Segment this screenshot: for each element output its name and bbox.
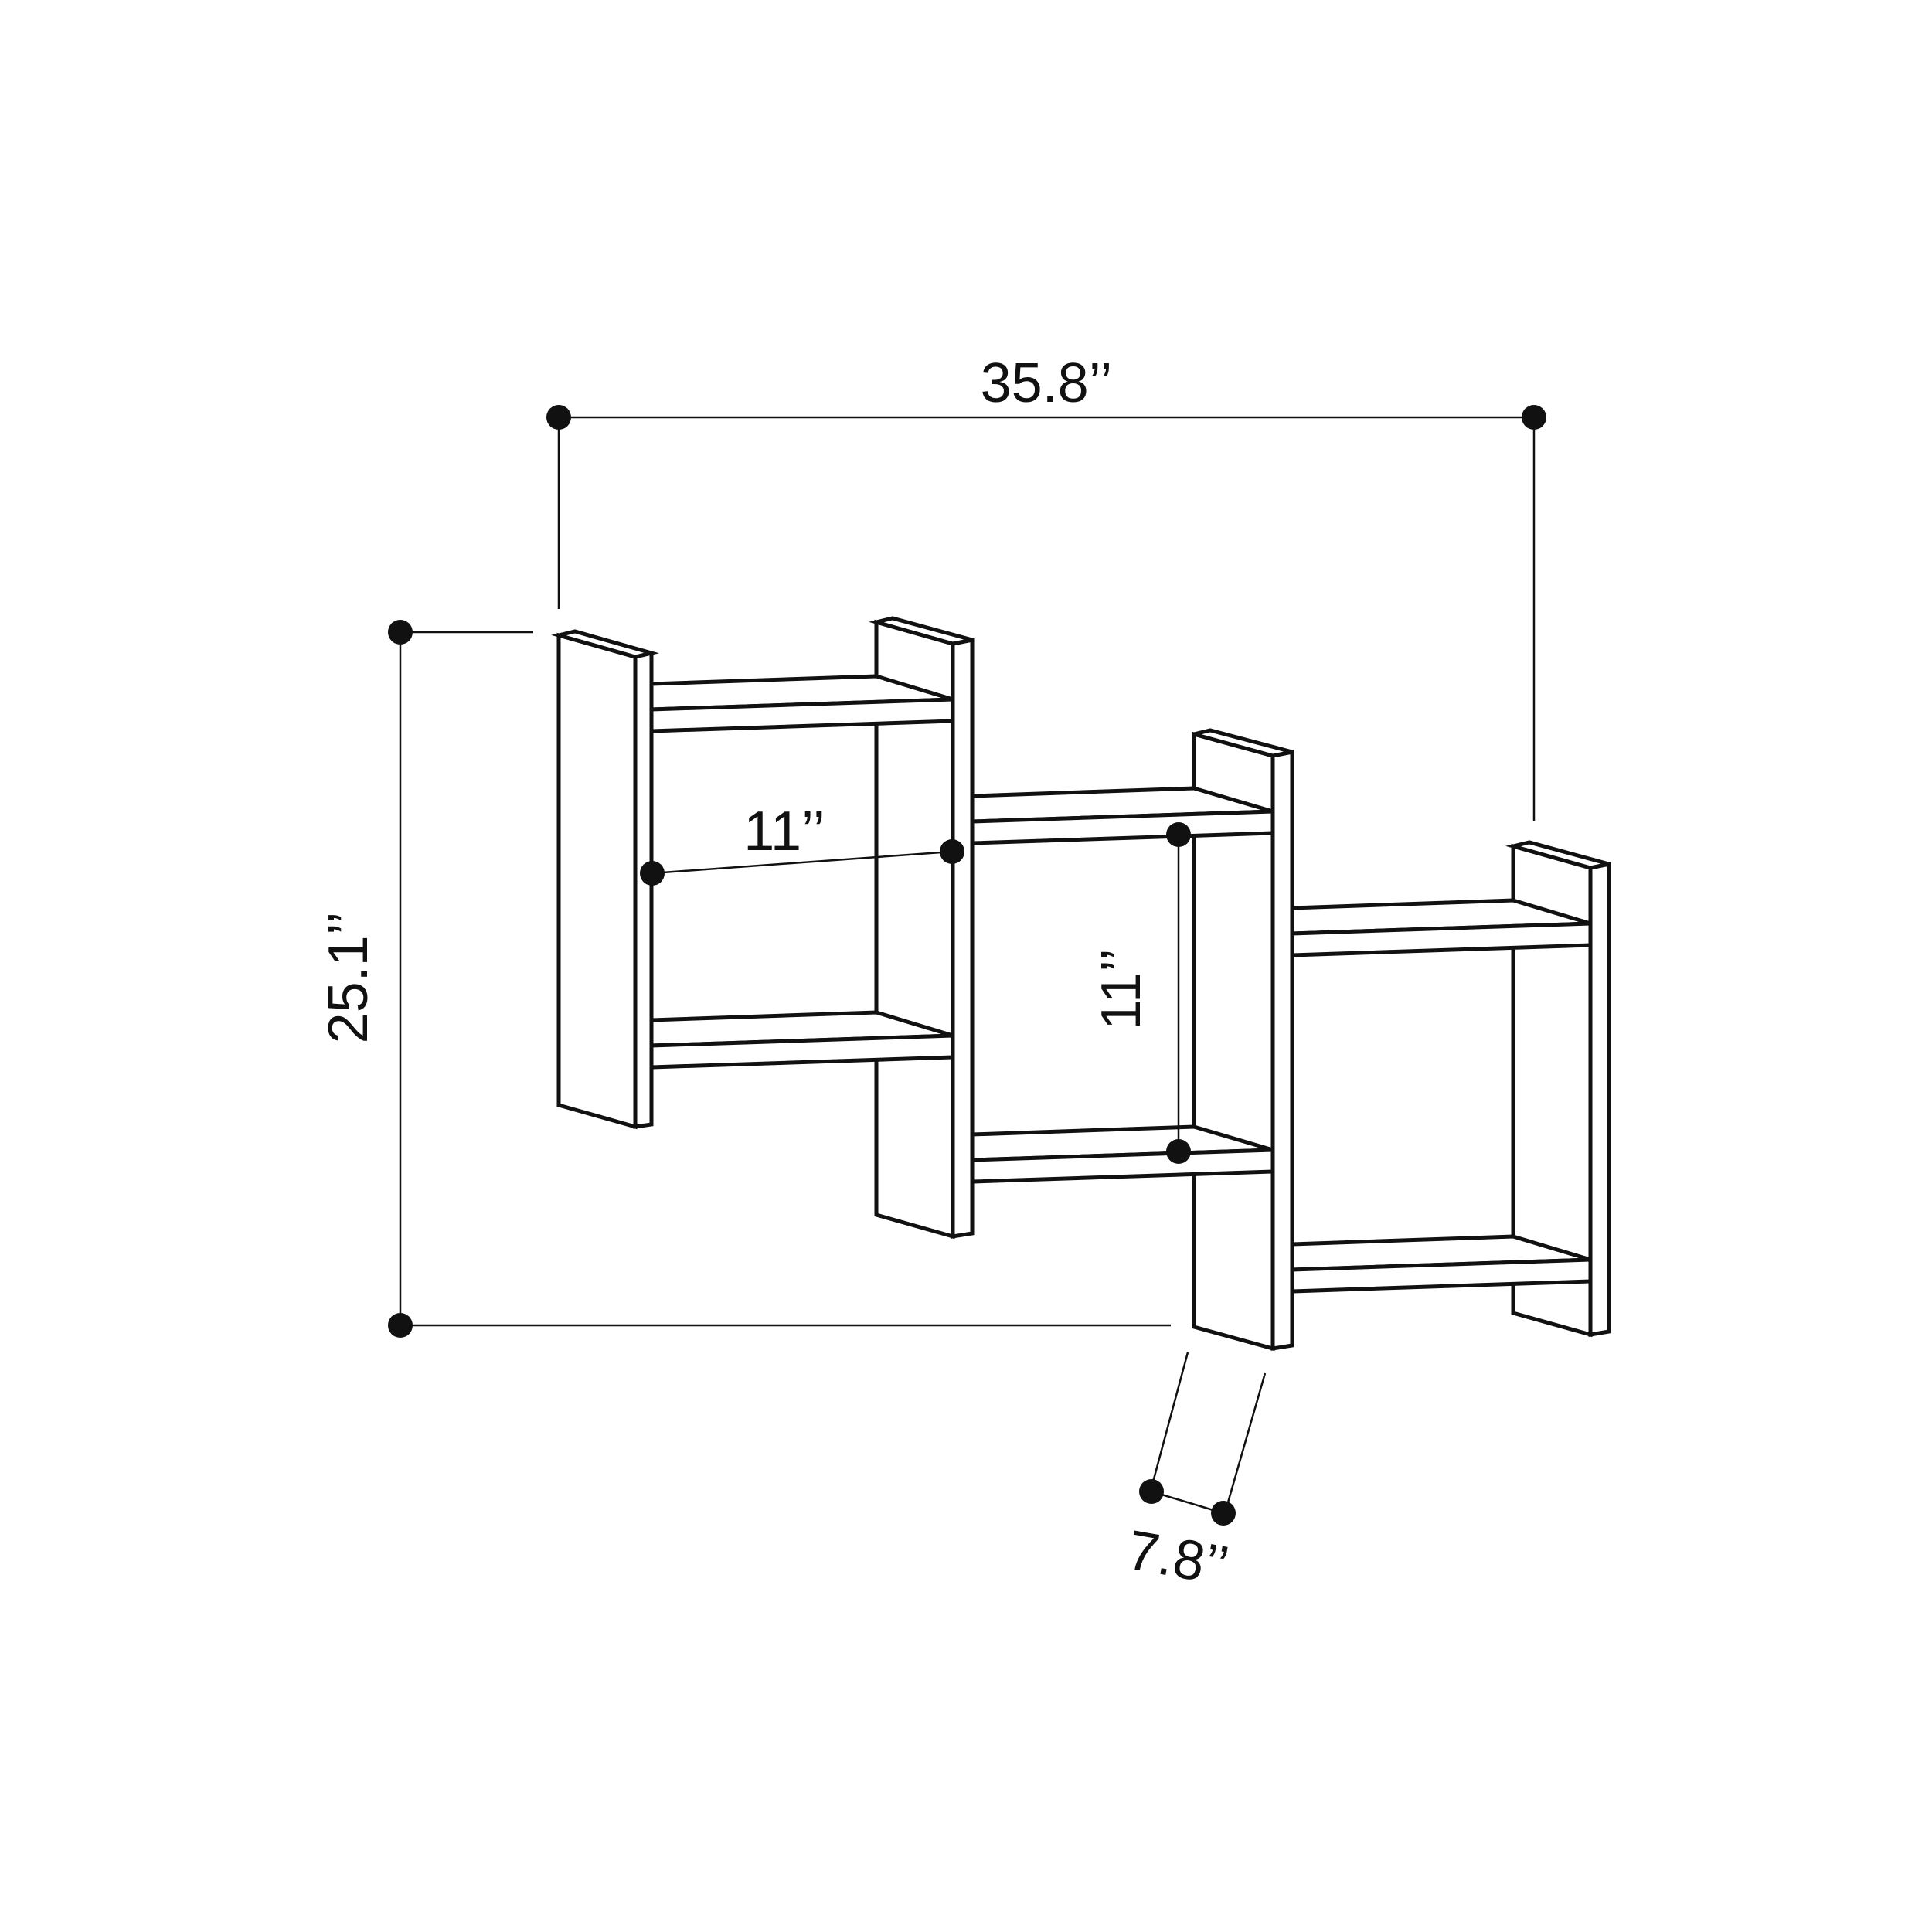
width-end-dot (1522, 405, 1546, 430)
shelf-height-dimension: 11’’ (1090, 822, 1191, 1164)
shelf-width-label: 11’’ (743, 801, 825, 862)
width-dimension: 35.8’’ (546, 352, 1546, 821)
width-start-dot (546, 405, 571, 430)
column-4-panel-edge (1588, 861, 1611, 1337)
column-1-panel-edge (633, 650, 654, 1129)
column-3-panel-top (1193, 728, 1293, 758)
shelf-width-dimension: 11’’ (640, 801, 964, 886)
height-dimension: 25.1’’ (318, 620, 1171, 1338)
shelf-height-bottom-dot (1166, 1139, 1191, 1164)
height-bottom-dot (388, 1313, 413, 1338)
shelf-column-1 (551, 629, 659, 1130)
column-2-panel-top (869, 616, 973, 646)
column-3-panel-edge (1270, 749, 1294, 1351)
depth-end-dot (1211, 1501, 1236, 1526)
shelf-column-4 (1290, 840, 1611, 1338)
width-label: 35.8’’ (981, 352, 1113, 414)
height-top-dot (388, 620, 413, 645)
shelf-width-start-dot (640, 861, 665, 886)
depth-start-dot (1139, 1479, 1164, 1504)
column-1-panel-front (556, 632, 638, 1130)
shelf-width-end-dot (940, 839, 964, 864)
column-2-panel-edge (951, 637, 975, 1239)
column-1-panel-top (551, 629, 659, 659)
height-label: 25.1’’ (318, 912, 379, 1044)
depth-dimension: 7.8’’ (1123, 1352, 1267, 1597)
shelf-column-2 (649, 616, 975, 1240)
column-4-panel-top (1505, 840, 1610, 870)
shelf-height-label: 11’’ (1090, 948, 1152, 1029)
shelf-column-3 (970, 728, 1294, 1352)
depth-label: 7.8’’ (1123, 1519, 1233, 1597)
shelf-height-top-dot (1166, 822, 1191, 847)
